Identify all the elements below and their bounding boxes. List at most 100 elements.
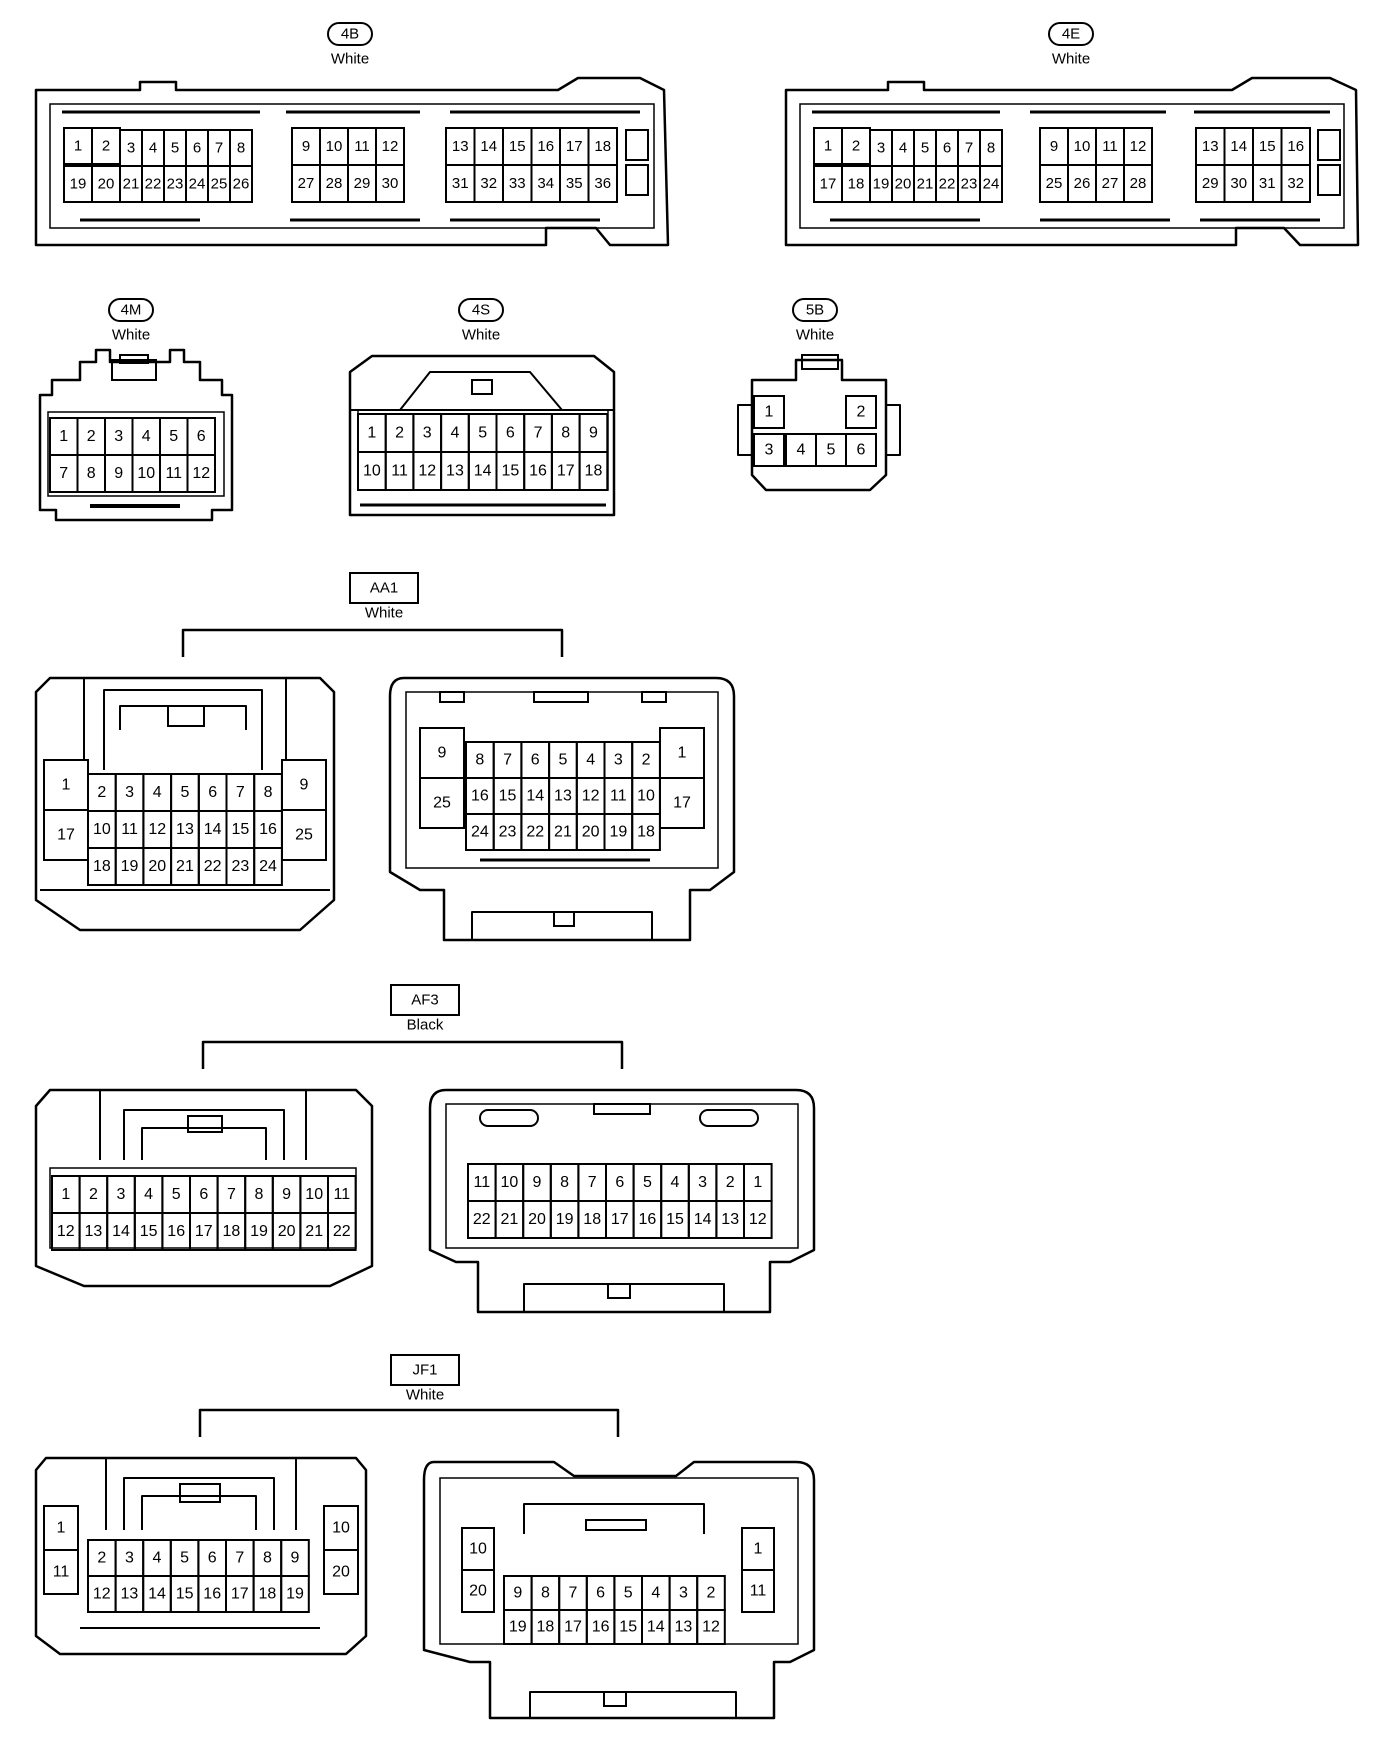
pin-cell: 16 [523, 451, 553, 491]
pin-number: 3 [698, 1174, 707, 1191]
pin-number: 7 [235, 1550, 244, 1567]
pin-cell: 16 [253, 810, 283, 849]
pin-number: 20 [278, 1223, 296, 1240]
pin-cell: 13 [170, 810, 200, 849]
pin-number: 18 [223, 1223, 241, 1240]
pin-cell: 14 [520, 777, 551, 815]
pin-cell: 28 [319, 164, 349, 203]
pin-number: 8 [475, 752, 484, 769]
pin-number: 20 [895, 176, 912, 193]
pin-number: 11 [473, 1174, 490, 1191]
pin-cell: 10 [494, 1163, 525, 1202]
pin-number: 4 [149, 140, 157, 157]
pin-number: 16 [537, 138, 554, 155]
pin-cell: 11 [603, 777, 634, 815]
pin-number: 6 [531, 752, 540, 769]
pin-cell: 2 [845, 395, 877, 429]
pin-cell: 10 [87, 810, 117, 849]
pin-cell: 3 [869, 129, 893, 167]
pin-cell: 5 [161, 1175, 191, 1214]
pin-cell: 31 [1252, 164, 1283, 203]
pin-cell: 10 [1067, 127, 1097, 166]
pin-cell: 2 [631, 741, 661, 779]
pin-cell: 1 [753, 395, 785, 429]
pin-cell: 19 [869, 165, 893, 203]
pin-number: 9 [300, 777, 309, 794]
pin-cell: 3 [119, 129, 143, 167]
pin-cell: 32 [1280, 164, 1311, 203]
pin-number: 18 [594, 138, 611, 155]
pin-cell: 5 [913, 129, 937, 167]
pin-number: 20 [148, 858, 166, 875]
pin-cell: 15 [613, 1609, 644, 1645]
pin-cell: 18 [841, 165, 871, 203]
pin-cell: 7 [49, 454, 79, 493]
pin-cell: 14 [106, 1212, 136, 1251]
pin-number: 10 [469, 1541, 487, 1558]
pin-number: 2 [726, 1174, 735, 1191]
pin-cell: 4 [575, 741, 606, 779]
pin-cell: 9 [419, 727, 465, 779]
pin-number: 34 [537, 175, 554, 192]
pin-number: 6 [208, 1550, 217, 1567]
pin-cell: 19 [503, 1609, 533, 1645]
pin-number: 23 [499, 824, 517, 841]
pin-number: 3 [125, 784, 134, 801]
pin-number: 5 [624, 1585, 633, 1602]
pin-number: 3 [614, 752, 623, 769]
pin-number: 18 [537, 1619, 555, 1636]
pin-cell: 17 [659, 777, 705, 829]
pin-cell: 13 [715, 1200, 746, 1239]
pin-cell: 29 [347, 164, 377, 203]
pin-cell: 5 [170, 773, 200, 812]
pin-cell: 13 [114, 1575, 145, 1613]
pin-cell: 27 [291, 164, 321, 203]
pin-number: 12 [1130, 138, 1147, 155]
pin-number: 22 [145, 176, 162, 193]
pin-number: 11 [121, 821, 138, 838]
pin-cell: 18 [578, 451, 609, 491]
pin-cell: 8 [979, 129, 1003, 167]
pin-number: 24 [189, 176, 206, 193]
pin-number: 9 [114, 465, 123, 482]
pin-number: 3 [765, 442, 774, 459]
pin-cell: 9 [578, 413, 609, 453]
pin-cell: 19 [63, 165, 93, 203]
pin-number: 7 [534, 425, 543, 442]
pin-cell: 6 [585, 1575, 616, 1611]
pin-number: 12 [93, 1586, 111, 1603]
pin-cell: 21 [170, 847, 200, 886]
pin-number: 21 [123, 176, 140, 193]
pin-cell: 1 [357, 413, 387, 453]
pin-number: 11 [391, 463, 408, 480]
pin-number: 13 [675, 1619, 693, 1636]
pin-number: 11 [165, 465, 182, 482]
pin-cell: 30 [1223, 164, 1254, 203]
pin-number: 6 [615, 1174, 624, 1191]
pin-number: 25 [1046, 175, 1063, 192]
pin-cell: 4 [131, 417, 161, 456]
pin-cell: 22 [467, 1200, 497, 1239]
pin-number: 10 [305, 1186, 323, 1203]
pin-cell: 11 [114, 810, 145, 849]
connector-color: White [406, 1387, 444, 1404]
pin-number: 7 [965, 140, 973, 157]
pin-cell: 10 [299, 1175, 329, 1214]
pin-cell: 19 [114, 847, 145, 886]
pin-cell: 20 [522, 1200, 552, 1239]
pin-number: 15 [499, 788, 517, 805]
pin-number: 1 [824, 138, 832, 155]
pin-cell: 14 [197, 810, 228, 849]
pin-number: 5 [172, 1186, 181, 1203]
pin-cell: 8 [76, 454, 106, 493]
pin-cell: 23 [492, 813, 523, 851]
pin-number: 1 [765, 404, 774, 421]
pin-cell: 1 [743, 1163, 773, 1202]
pin-cell: 12 [412, 451, 443, 491]
pin-number: 2 [707, 1585, 716, 1602]
pin-cell: 5 [613, 1575, 644, 1611]
connector-id: 4B [341, 26, 359, 43]
